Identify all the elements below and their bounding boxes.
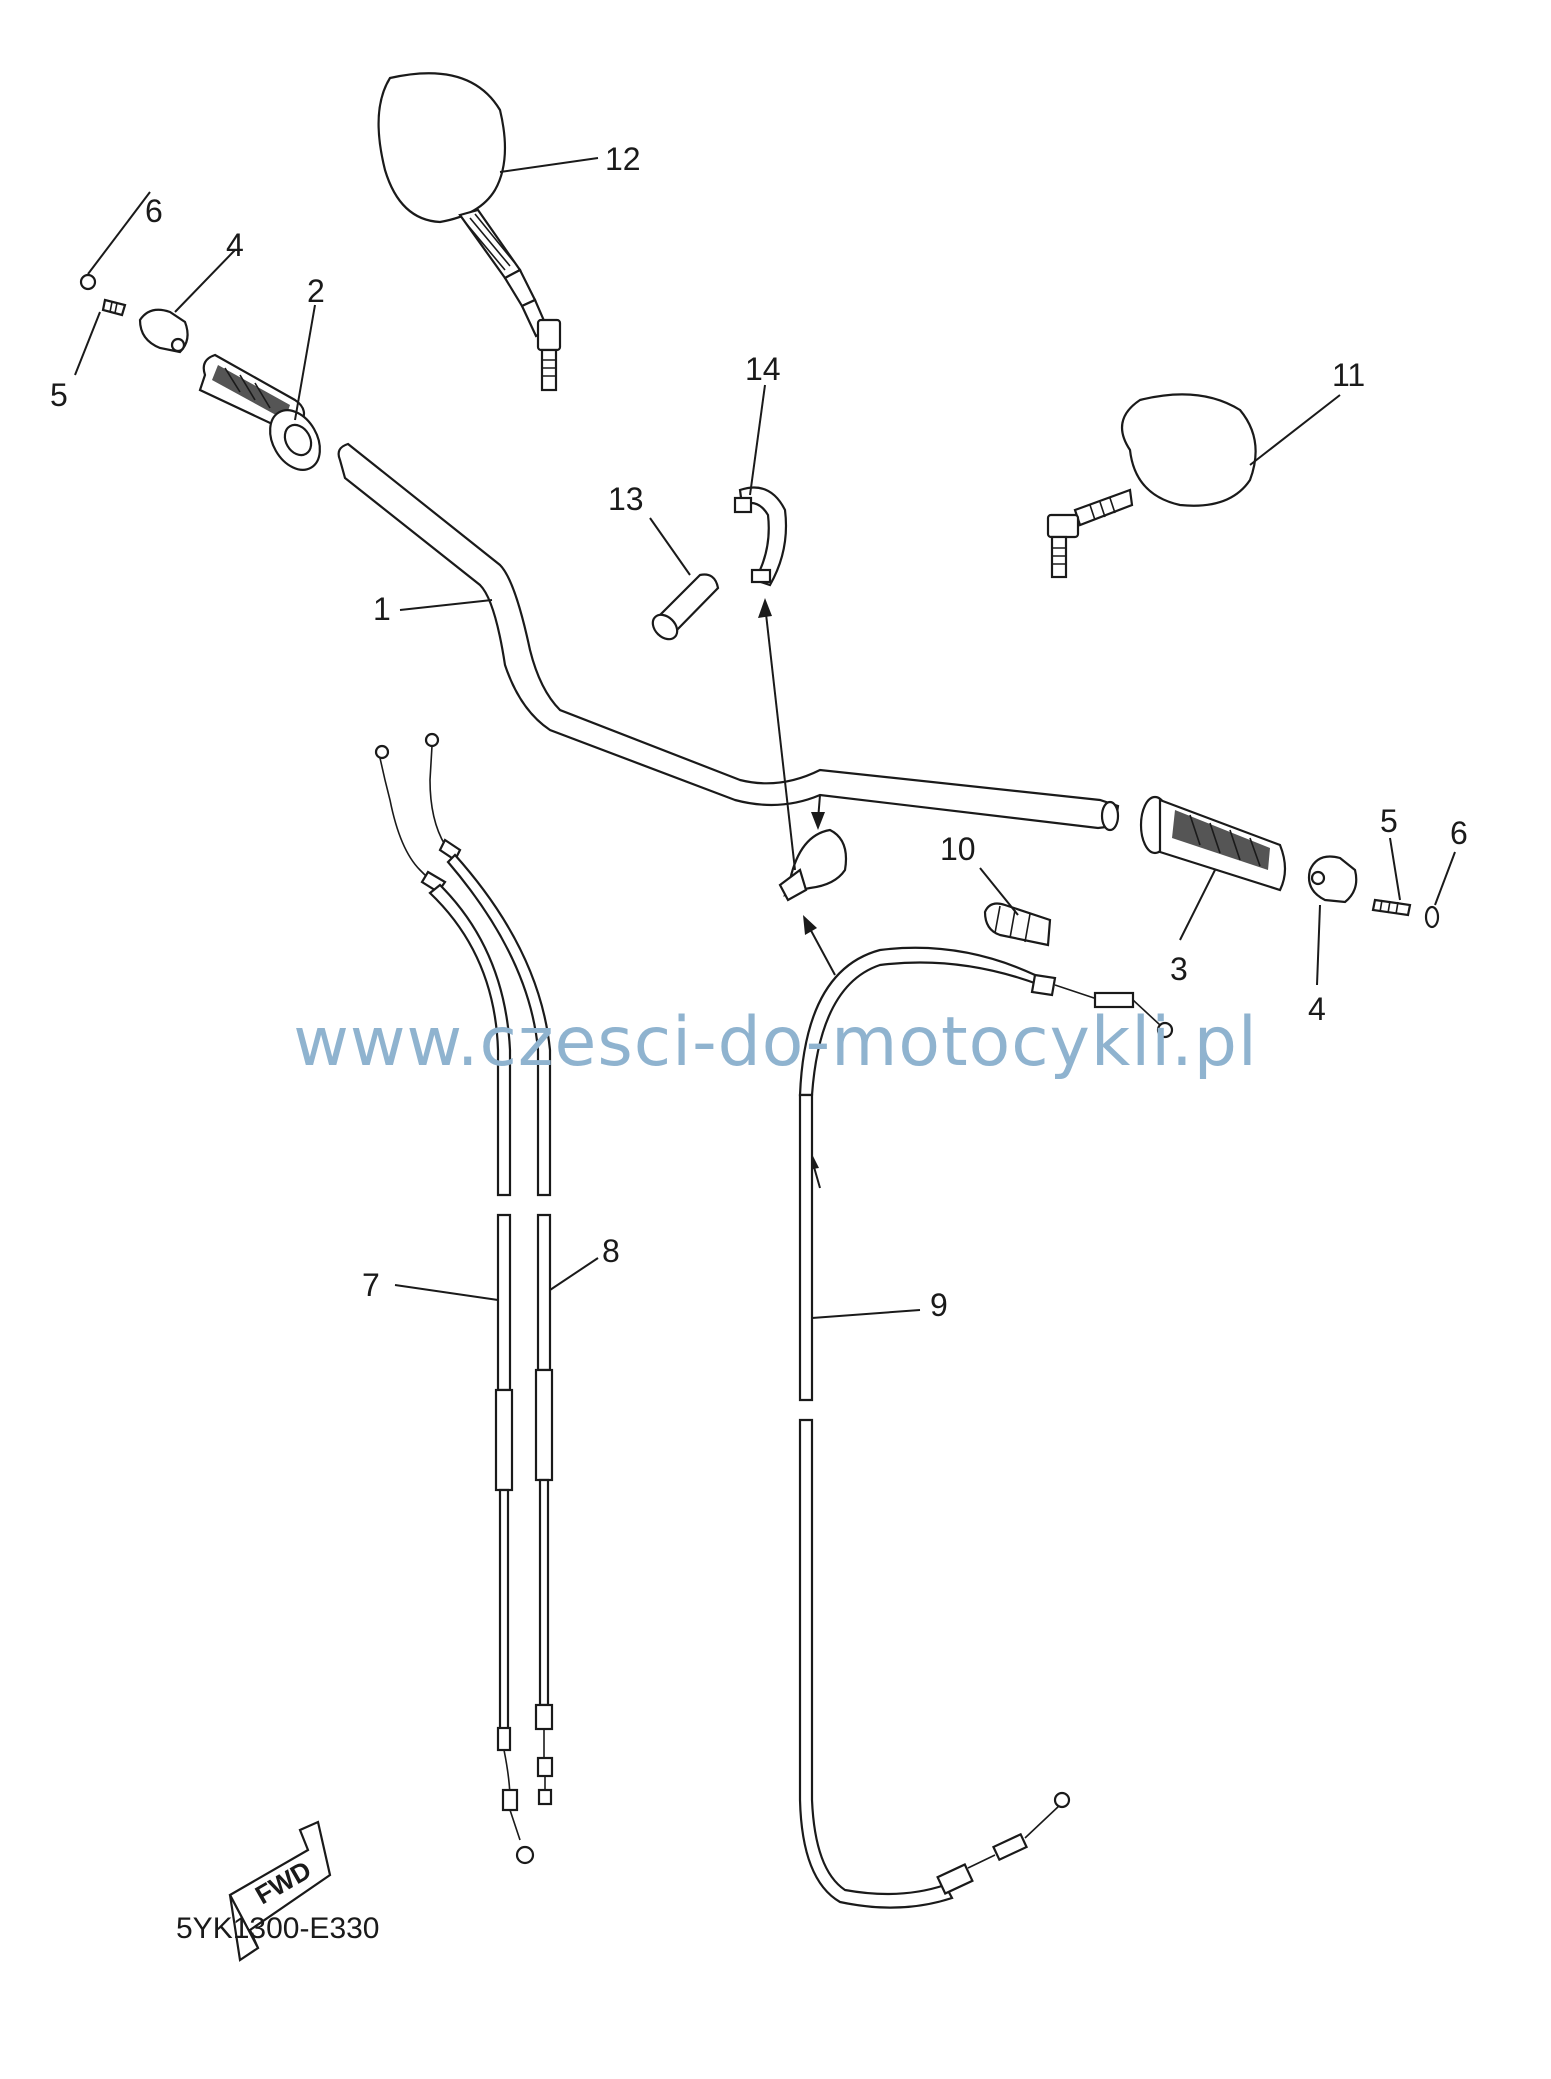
mirror-left: [377, 72, 562, 392]
callout-2: 2: [307, 273, 325, 309]
callout-1: 1: [373, 591, 391, 627]
callout-5: 5: [50, 377, 68, 413]
bar-end-weight-right: [1307, 855, 1358, 904]
clutch-cable-9: [798, 946, 1174, 1909]
callout-9: 9: [930, 1287, 948, 1323]
callout-10: 10: [940, 831, 976, 867]
grip-left: [198, 353, 321, 471]
callout-8: 8: [602, 1233, 620, 1269]
washer-left: [79, 273, 97, 291]
callout-3: 3: [1170, 951, 1188, 987]
throttle-cable-7: [374, 744, 535, 1865]
callout-4-right: 4: [1308, 991, 1326, 1027]
callout-14: 14: [745, 351, 781, 387]
callout-6-right: 6: [1450, 815, 1468, 851]
callout-5-right: 5: [1380, 803, 1398, 839]
watermark-url: www.czesci-do-motocykli.pl: [293, 1003, 1258, 1082]
cable-boot: [983, 902, 1052, 947]
bolt-right: [1371, 898, 1412, 917]
clamp-band: [733, 486, 788, 587]
bolt-left: [101, 298, 127, 317]
leader-lines: [74, 157, 1456, 1319]
callout-6: 6: [145, 193, 163, 229]
mirror-right: [1046, 393, 1257, 579]
lever-bracket: [778, 828, 848, 902]
callout-4: 4: [226, 227, 244, 263]
grip-right: [1139, 795, 1287, 892]
callout-7: 7: [362, 1267, 380, 1303]
bar-end-weight-left: [138, 308, 189, 354]
callout-13: 13: [608, 481, 644, 517]
collar: [651, 573, 720, 641]
throttle-cable-8: [424, 732, 554, 1806]
callout-12: 12: [605, 141, 641, 177]
diagram-code: 5YK1300-E330: [176, 1912, 380, 1945]
callout-11: 11: [1332, 357, 1365, 393]
washer-right: [1424, 905, 1440, 929]
callout-labels: 12 6 4 2 5 14 13 11 1 10 5 6 3 4 7 8 9: [50, 141, 1468, 1323]
handlebar: [337, 442, 1120, 832]
